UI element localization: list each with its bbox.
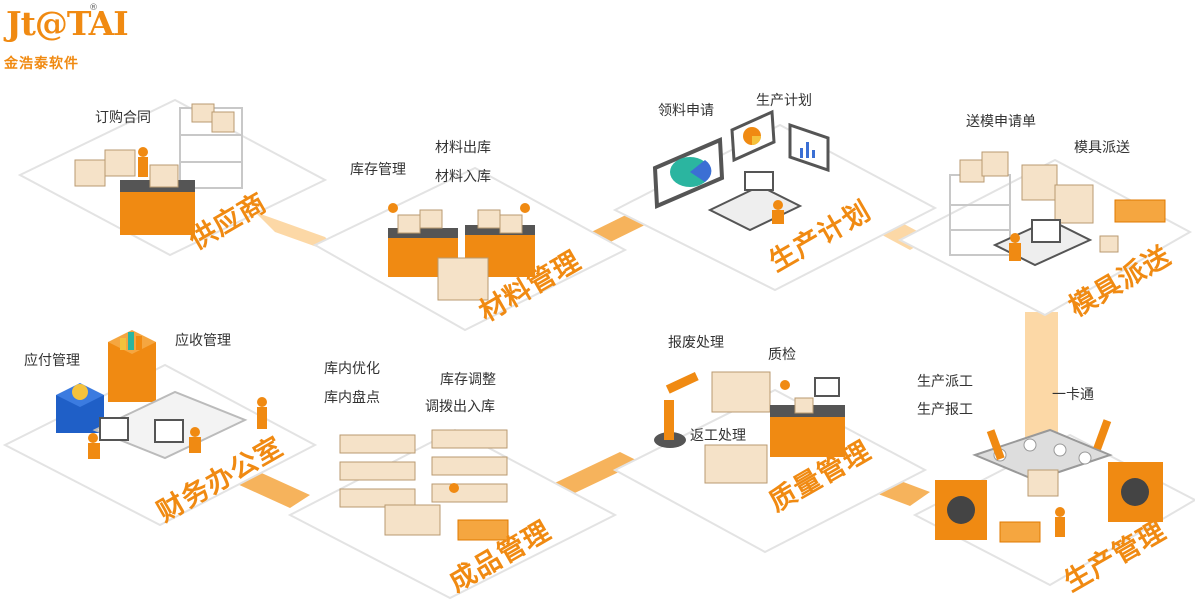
label-mold-request: 送模申请单 xyxy=(966,114,1036,130)
label-material-requisition: 领料申请 xyxy=(658,103,714,119)
company-name: 金浩泰软件 xyxy=(4,56,79,72)
label-stocktaking: 库内盘点 xyxy=(324,390,380,406)
label-material-outbound: 材料出库 xyxy=(435,140,491,156)
label-production-dispatch: 生产派工 xyxy=(917,374,973,390)
label-inventory-adjustment: 库存调整 xyxy=(440,372,496,388)
production-scene xyxy=(935,419,1163,543)
finance-scene xyxy=(56,330,267,460)
label-accounts-receivable: 应收管理 xyxy=(175,333,231,349)
label-material-inbound: 材料入库 xyxy=(435,169,491,185)
material-scene xyxy=(388,203,535,301)
supplier-scene xyxy=(74,103,243,235)
label-production-report: 生产报工 xyxy=(917,402,973,418)
registered-mark: ® xyxy=(89,3,98,13)
company-logo: Jt@TAI xyxy=(6,4,129,43)
label-rework-handling: 返工处理 xyxy=(690,428,746,444)
label-transfer-in-out: 调拨出入库 xyxy=(425,399,495,415)
label-quality-inspection: 质检 xyxy=(768,347,796,363)
plan-scene xyxy=(652,109,830,232)
label-inventory-management: 库存管理 xyxy=(350,162,406,178)
mold-scene xyxy=(949,151,1166,267)
label-accounts-payable: 应付管理 xyxy=(24,353,80,369)
product-scene xyxy=(339,429,509,541)
label-warehouse-optimization: 库内优化 xyxy=(324,361,380,377)
label-all-in-one-card: 一卡通 xyxy=(1052,387,1094,403)
label-production-plan: 生产计划 xyxy=(756,93,812,109)
quality-scene xyxy=(654,371,845,484)
label-scrap-handling: 报废处理 xyxy=(668,335,724,351)
label-mold-dispatch: 模具派送 xyxy=(1074,140,1130,156)
label-order-contract: 订购合同 xyxy=(95,110,151,126)
